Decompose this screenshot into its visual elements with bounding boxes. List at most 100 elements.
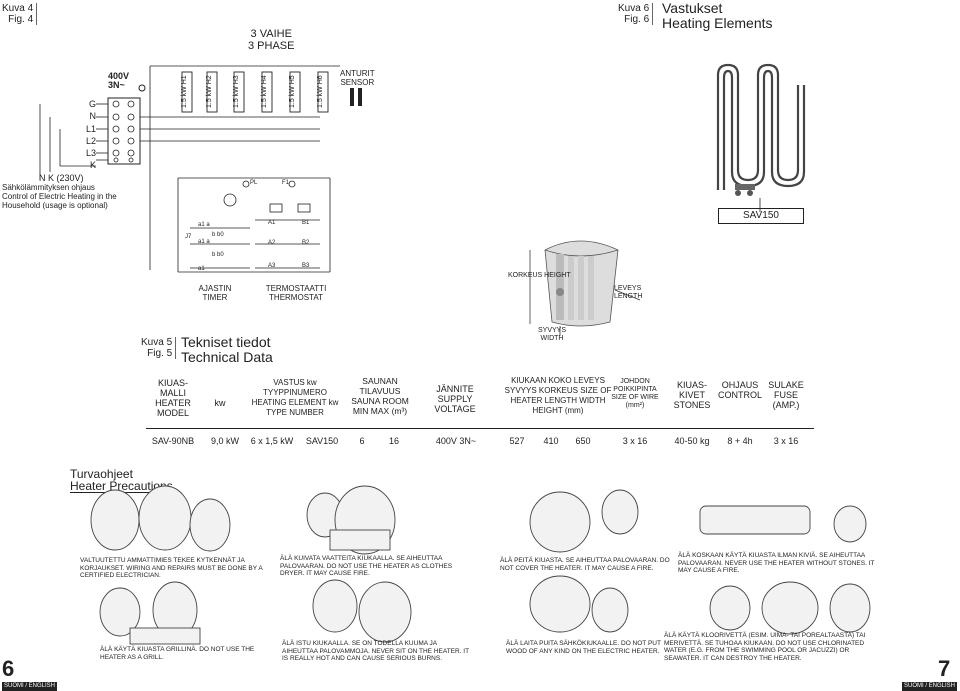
cell-room-max: 16 bbox=[388, 436, 399, 446]
fig5-title-en: Technical Data bbox=[181, 349, 273, 365]
svg-text:F1: F1 bbox=[282, 180, 290, 186]
phase-fi: 3 VAIHE bbox=[250, 28, 292, 40]
sensor-fi: ANTURIT bbox=[340, 69, 375, 78]
svg-text:a1: a1 bbox=[198, 266, 205, 272]
fig5-kuva: Kuva 5 bbox=[141, 337, 173, 348]
terminal-k: K bbox=[89, 160, 96, 171]
cell-wire: 3 x 16 bbox=[622, 436, 648, 446]
control-note-en: Control of Electric Heating in the House… bbox=[2, 192, 117, 210]
terminal-n: N bbox=[89, 111, 97, 122]
svg-text:A3: A3 bbox=[268, 263, 276, 269]
svg-text:PL: PL bbox=[250, 180, 258, 186]
col-size-header: KIUKAAN KOKO LEVEYS SYVYYS KORKEUS SIZE … bbox=[504, 376, 612, 415]
warning-certified-electrician: VALTUUTETTU AMMATTIMIES TEKEE KYTKENNÄT … bbox=[80, 557, 263, 579]
terminal-l1: L1 bbox=[86, 123, 97, 134]
col-control-header: OHJAUS CONTROL bbox=[717, 380, 762, 400]
page-number-left: 6 bbox=[2, 656, 15, 681]
warning-sit: ÄLÄ ISTU KIUKAALLA. SE ON TODELLA KUUMA … bbox=[282, 640, 469, 662]
supply-label: 400V 3N~ bbox=[108, 72, 129, 90]
control-note-label: N K (230V) bbox=[39, 173, 84, 183]
cell-voltage: 400V 3N~ bbox=[435, 436, 477, 446]
fig6-title-en: Heating Elements bbox=[662, 15, 773, 31]
warning-grill: ÄLÄ KÄYTÄ KIUASTA GRILLINÄ. DO NOT USE T… bbox=[100, 646, 255, 661]
dim-length: LEVEYS LENGTH bbox=[614, 285, 643, 300]
thermostat-fi: TERMOSTAATTI bbox=[265, 284, 327, 293]
svg-text:B3: B3 bbox=[302, 263, 310, 269]
col-fuse-header: SULAKE FUSE (AMP.) bbox=[768, 380, 804, 410]
cell-kw: 9,0 kW bbox=[210, 436, 239, 446]
cell-element-type: SAV150 bbox=[305, 436, 339, 446]
cell-height: 650 bbox=[575, 436, 591, 446]
svg-text:B1: B1 bbox=[302, 220, 310, 226]
cell-fuse: 3 x 16 bbox=[773, 436, 799, 446]
dim-height: KORKEUS HEIGHT bbox=[508, 272, 571, 279]
timer-fi: AJASTIN bbox=[198, 284, 232, 293]
col-element-header: VASTUS kw TYYPPINUMERO HEATING ELEMENT k… bbox=[251, 378, 339, 417]
svg-text:b b0: b b0 bbox=[212, 232, 224, 238]
col-room-header: SAUNAN TILAVUUS SAUNA ROOM MIN MAX (m³) bbox=[351, 376, 409, 416]
svg-text:b b0: b b0 bbox=[212, 252, 224, 258]
dim-width: SYVYYS WIDTH bbox=[537, 327, 566, 342]
svg-text:A2: A2 bbox=[268, 240, 276, 246]
cell-length: 527 bbox=[509, 436, 525, 446]
supply-voltage: 400V bbox=[108, 71, 130, 81]
heating-element-drawing bbox=[716, 63, 806, 212]
col-voltage-header: JÄNNITE SUPPLY VOLTAGE bbox=[434, 384, 476, 414]
cell-model: SAV-90NB bbox=[151, 436, 195, 446]
safety-title-fi: Turvaohjeet bbox=[70, 467, 133, 481]
heater-illustration bbox=[529, 240, 641, 336]
svg-text:a1 a: a1 a bbox=[198, 239, 210, 245]
svg-text:a1 a: a1 a bbox=[198, 222, 210, 228]
cell-width: 410 bbox=[543, 436, 559, 446]
sensor-en: SENSOR bbox=[340, 78, 375, 87]
control-note: N K (230V) Sähkölämmityksen ohjaus Contr… bbox=[2, 173, 124, 211]
thermostat-en: THERMOSTAT bbox=[269, 293, 323, 302]
cell-control: 8 + 4h bbox=[727, 436, 753, 446]
svg-text:A1: A1 bbox=[268, 220, 276, 226]
warning-no-stones: ÄLÄ KOSKAAN KÄYTÄ KIUASTA ILMAN KIVIÄ. S… bbox=[678, 552, 875, 574]
fig6-tag: Kuva 6 Fig. 6 bbox=[618, 3, 654, 25]
supply-phase: 3N~ bbox=[108, 80, 125, 90]
fig5-fig: Fig. 5 bbox=[147, 348, 173, 359]
warning-chlorinated-water: ÄLÄ KÄYTÄ KLOORIVETTÄ (ESIM. UIMA- TAI P… bbox=[664, 632, 866, 662]
timer-label: AJASTIN TIMER bbox=[190, 284, 240, 302]
fig6-title-fi: Vastukset bbox=[662, 0, 723, 16]
warning-cover-heater: ÄLÄ PEITÄ KIUASTA. SE AIHEUTTAA PALOVAAR… bbox=[500, 557, 670, 572]
col-kw-header: kw bbox=[214, 398, 226, 408]
col-wire-header: JOHDON POIKKIPINTA SIZE OF WIRE (mm²) bbox=[611, 378, 659, 409]
cell-element-kw: 6 x 1,5 kW bbox=[250, 436, 294, 446]
terminal-l3: L3 bbox=[86, 148, 97, 159]
page-number-right: 7 bbox=[938, 656, 951, 681]
fig4-fig: Fig. 4 bbox=[8, 14, 34, 25]
svg-text:J7: J7 bbox=[185, 234, 192, 240]
cell-room-min: 6 bbox=[359, 436, 365, 446]
wiring-diagram: a1 a b b0 a1 a b b0 a1 J7 A1 B1 A2 B2 A3 B3… bbox=[39, 65, 362, 273]
thermostat-label: TERMOSTAATTI THERMOSTAT bbox=[256, 284, 336, 302]
terminal-l2: L2 bbox=[86, 135, 97, 146]
warning-wood: ÄLÄ LAITA PUITA SÄHKÖKIUKAALLE. DO NOT P… bbox=[506, 640, 661, 655]
phase-title: 3 VAIHE 3 PHASE bbox=[248, 28, 294, 52]
sensor-label: ANTURIT SENSOR bbox=[340, 69, 375, 87]
fig4-tag: Kuva 4 Fig. 4 bbox=[2, 3, 38, 25]
fig6-title: Vastukset Heating Elements bbox=[662, 1, 773, 31]
table-divider bbox=[146, 428, 814, 429]
safety-title-en: Heater Precautions bbox=[70, 479, 173, 493]
control-note-fi: Sähkölämmityksen ohjaus bbox=[2, 183, 95, 192]
fig6-fig: Fig. 6 bbox=[624, 14, 650, 25]
language-badge-left: SUOMI / ENGLISH bbox=[2, 682, 58, 691]
phase-en: 3 PHASE bbox=[248, 40, 295, 52]
timer-en: TIMER bbox=[202, 293, 228, 302]
svg-text:B2: B2 bbox=[302, 240, 310, 246]
fig4-kuva: Kuva 4 bbox=[2, 3, 34, 14]
fig6-kuva: Kuva 6 bbox=[618, 3, 650, 14]
col-stones-header: KIUAS-KIVET STONES bbox=[673, 380, 711, 410]
fig5-tag: Kuva 5 Fig. 5 bbox=[141, 337, 177, 359]
col-model-header: KIUAS-MALLI HEATER MODEL bbox=[155, 378, 191, 418]
terminal-g: G bbox=[88, 99, 96, 109]
fig5-title: Tekniset tiedot Technical Data bbox=[181, 335, 273, 365]
terminal-labels: G N L1 L2 L3 K bbox=[86, 98, 96, 172]
element-code-box: SAV150 bbox=[718, 208, 804, 224]
fig5-title-fi: Tekniset tiedot bbox=[181, 334, 271, 350]
cell-stones: 40-50 kg bbox=[674, 436, 710, 446]
